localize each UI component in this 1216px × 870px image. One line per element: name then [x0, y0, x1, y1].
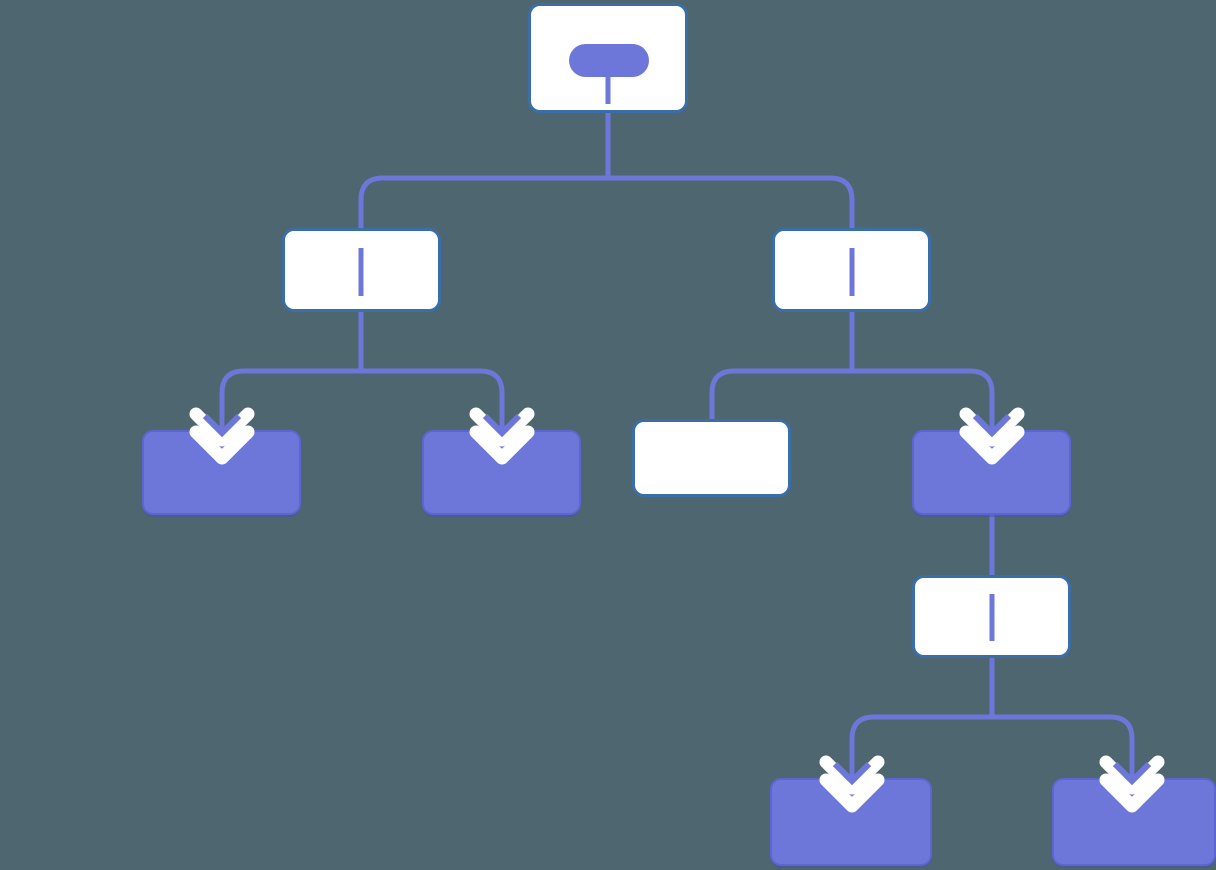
- node-plain-box[interactable]: [632, 419, 791, 497]
- node-branch-node[interactable]: [912, 430, 1071, 515]
- node-leaf-c[interactable]: [770, 778, 932, 866]
- node-level2-right[interactable]: [772, 228, 931, 312]
- node-leaf-a[interactable]: [142, 430, 301, 515]
- node-level4-card[interactable]: [912, 575, 1071, 658]
- node-level2-left[interactable]: [282, 228, 441, 312]
- node-leaf-d[interactable]: [1052, 778, 1216, 866]
- node-leaf-b[interactable]: [422, 430, 581, 515]
- rounded-pill-marker-icon: [569, 44, 649, 77]
- node-root[interactable]: [528, 3, 688, 113]
